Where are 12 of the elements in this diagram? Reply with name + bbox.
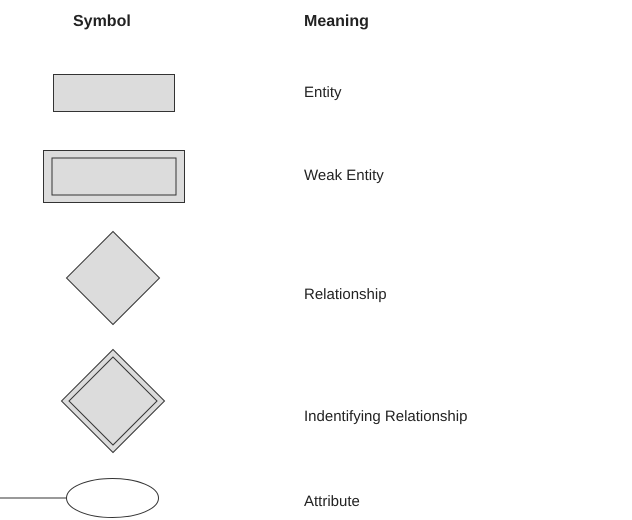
relationship-diamond	[66, 231, 160, 325]
entity-rectangle	[53, 74, 175, 112]
meaning-text: Attribute	[304, 494, 360, 509]
meaning-text: Weak Entity	[304, 168, 384, 183]
column-header: Symbol	[73, 14, 131, 30]
weak-entity-rectangle	[43, 150, 185, 203]
meaning-text: Entity	[304, 85, 342, 100]
identifying-relationship-diamond	[61, 349, 165, 453]
column-header: Meaning	[304, 14, 369, 30]
attribute-ellipse	[66, 478, 159, 518]
meaning-text: Indentifying Relationship	[304, 409, 468, 424]
meaning-text: Relationship	[304, 287, 387, 302]
